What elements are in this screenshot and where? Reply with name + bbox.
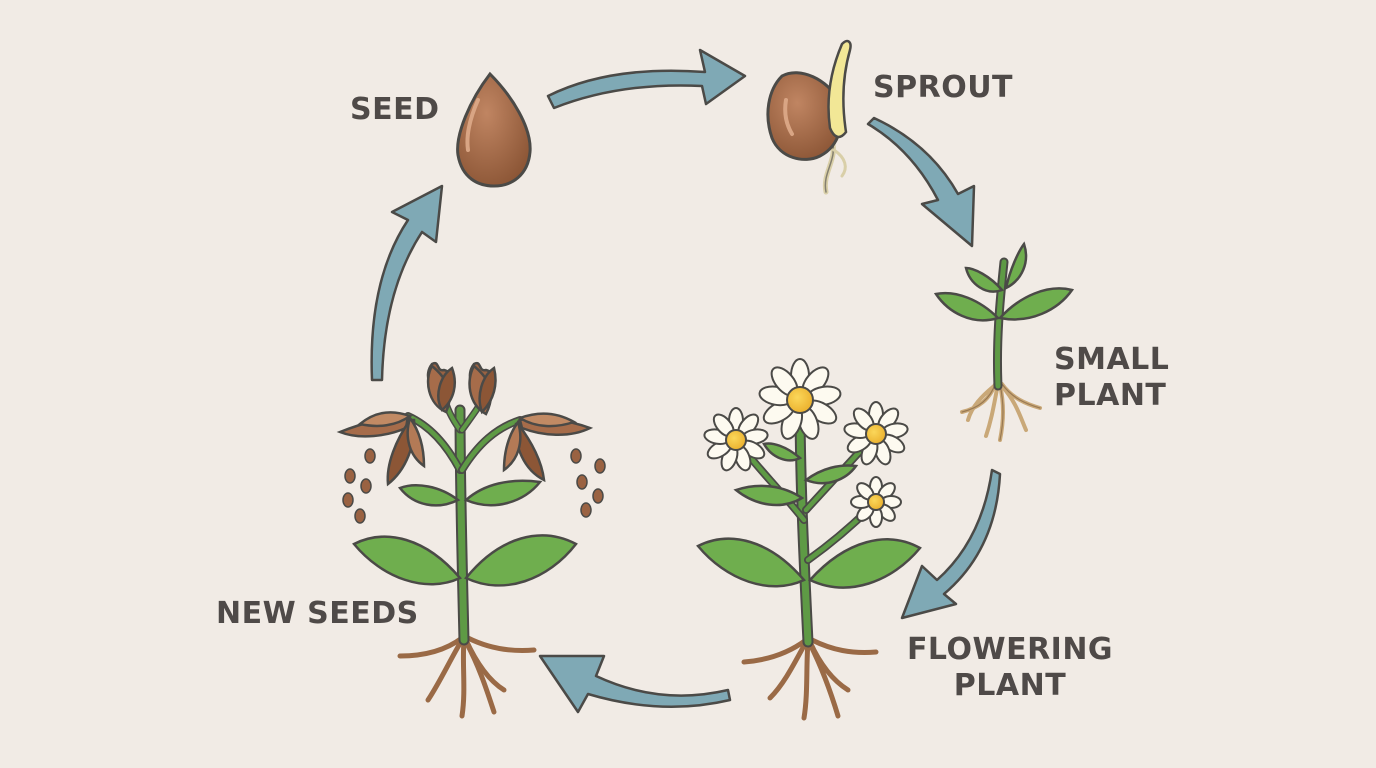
seed-illustration: [456, 71, 532, 188]
arrow-flowering-to-new-seeds: [538, 654, 732, 714]
small-plant-illustration: [933, 241, 1075, 442]
arrow-sprout-to-small-plant: [866, 116, 976, 248]
label-flowering-plant: FLOWERING PLANT: [906, 632, 1114, 703]
sprout-illustration: [766, 39, 852, 195]
label-small-plant: SMALL PLANT: [1054, 342, 1170, 413]
label-sprout: SPROUT: [873, 70, 1014, 105]
label-new-seeds: NEW SEEDS: [216, 596, 419, 631]
arrow-small-to-flowering: [900, 468, 1002, 620]
label-seed: SEED: [350, 92, 440, 127]
flowering-plant-illustration: [696, 358, 922, 721]
arrow-new-seeds-to-seed: [370, 184, 444, 382]
arrow-seed-to-sprout: [546, 48, 747, 110]
new-seeds-illustration: [336, 361, 606, 719]
